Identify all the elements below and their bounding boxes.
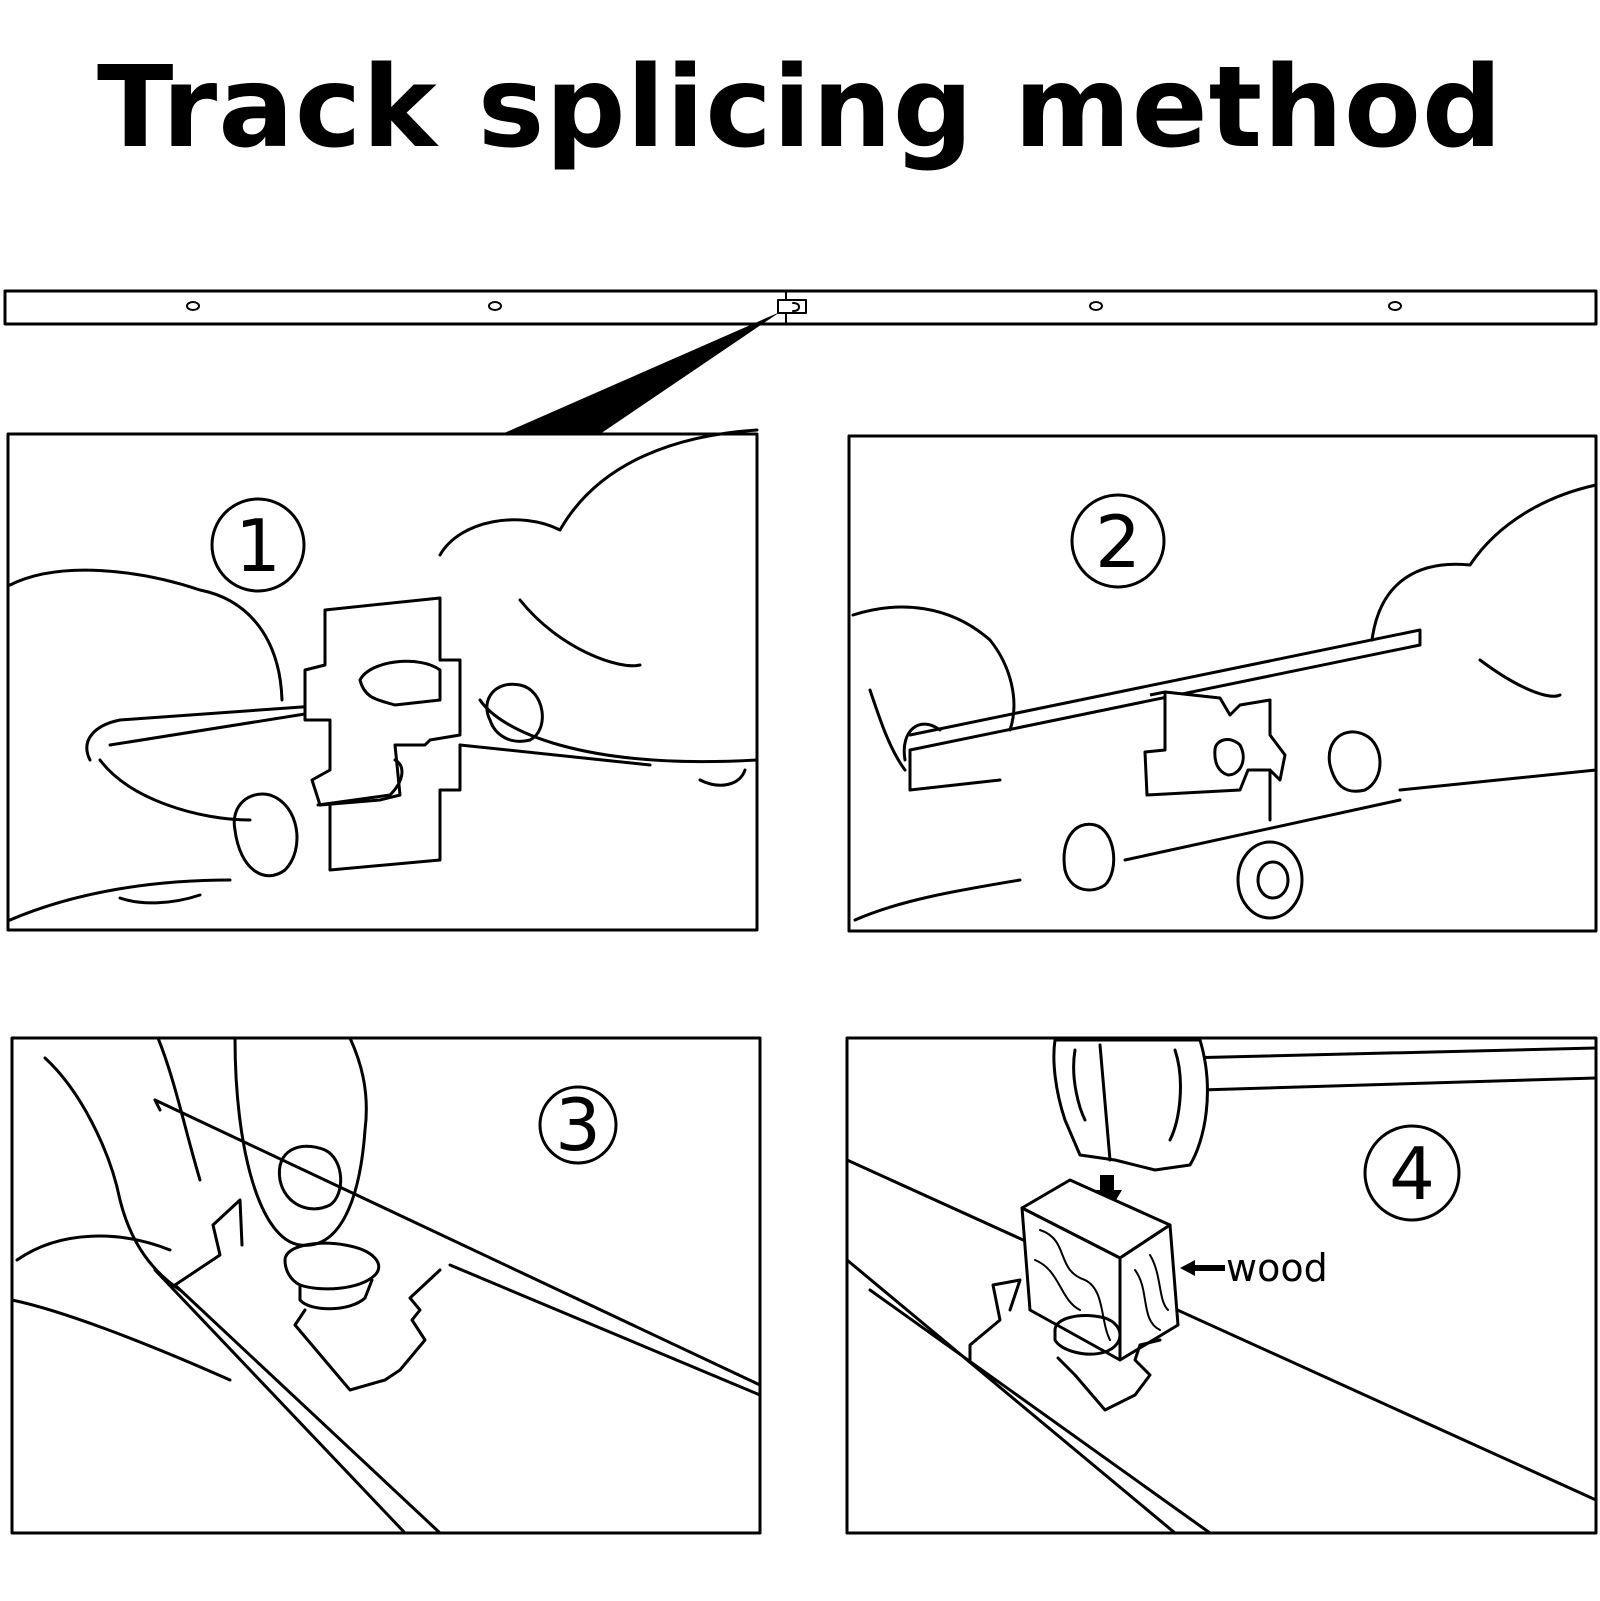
wood-label: wood [1226, 1246, 1328, 1290]
step-3-panel: 3 [10, 1036, 762, 1535]
step-number-circle [210, 497, 306, 593]
step-number: 3 [555, 1083, 601, 1167]
step-number-circle [538, 1085, 618, 1165]
step-number: 4 [1389, 1132, 1435, 1216]
track-screw-hole [488, 301, 502, 311]
zoom-pointer [502, 312, 780, 434]
step-number: 2 [1095, 500, 1141, 584]
left-arrow-icon [1180, 1260, 1225, 1276]
step-number: 1 [235, 504, 281, 588]
track-rail [3, 289, 1598, 326]
washer [1236, 840, 1304, 920]
step-4-panel: wood 4 [845, 1036, 1598, 1535]
step-number-circle [1363, 1124, 1461, 1222]
page-title: Track splicing method [96, 43, 1504, 173]
track-screw-hole [1388, 301, 1402, 311]
track-screw-hole [186, 301, 200, 311]
track-joint [777, 290, 787, 325]
step-1-panel: 1 [6, 428, 759, 932]
wood-block [1020, 1178, 1180, 1362]
step-number-circle [1070, 493, 1166, 589]
mallet [1052, 1038, 1209, 1172]
down-arrow-icon [1092, 1175, 1122, 1215]
track-screw-hole [1089, 301, 1103, 311]
step-2-panel: 2 [847, 434, 1598, 933]
